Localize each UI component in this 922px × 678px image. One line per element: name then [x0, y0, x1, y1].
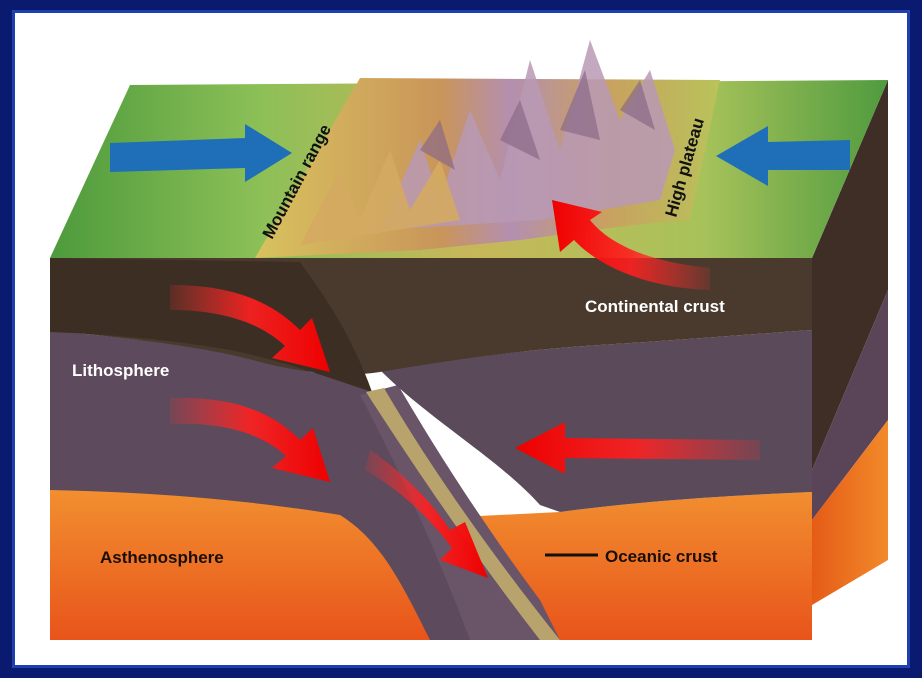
label-lithosphere: Lithosphere — [72, 361, 169, 380]
label-asthenosphere: Asthenosphere — [100, 548, 224, 567]
label-oceanic-crust: Oceanic crust — [605, 547, 718, 566]
label-continental-crust: Continental crust — [585, 297, 725, 316]
